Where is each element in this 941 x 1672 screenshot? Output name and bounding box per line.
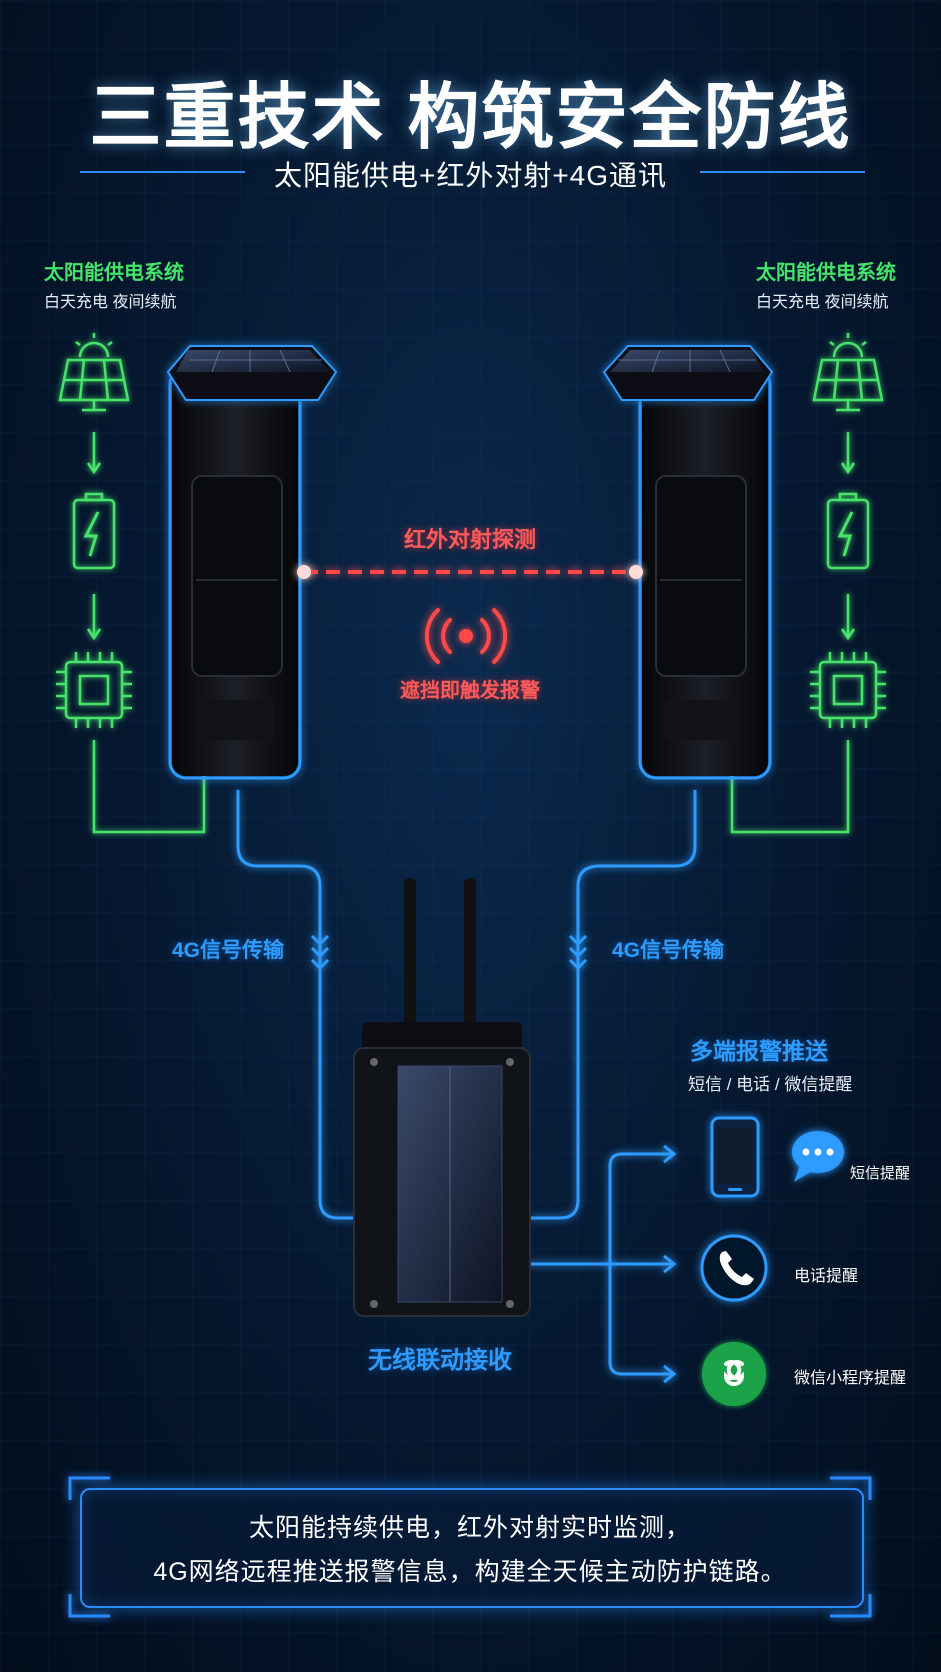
alarm-label: 遮挡即触发报警 [400, 680, 540, 702]
left-green-connector [92, 740, 206, 834]
left-chip-icon [56, 652, 132, 728]
page-title: 三重技术 构筑安全防线 [89, 78, 852, 158]
footer-box [80, 1488, 864, 1608]
right-solar-cell [610, 350, 764, 372]
footer-line-2: 4G网络远程推送报警信息，构建全天候主动防护链路。 [153, 1558, 787, 1586]
left-solar-title: 太阳能供电系统 [44, 262, 184, 284]
right-solar-subtitle: 白天充电 夜间续航 [756, 294, 889, 311]
right-green-connector [730, 740, 850, 834]
alert-item-wechat: 微信小程序提醒 [794, 1370, 907, 1387]
infrared-label: 红外对射探测 [403, 527, 536, 552]
page-subtitle: 太阳能供电+红外对射+4G通讯 [273, 160, 668, 191]
sms-icon [792, 1131, 844, 1182]
right-solar-title: 太阳能供电系统 [756, 262, 896, 284]
antenna-right [464, 878, 476, 1038]
alerts-subtitle: 短信 / 电话 / 微信提醒 [688, 1075, 853, 1094]
alert-line-wechat [608, 1264, 672, 1376]
left-signal-line [236, 790, 362, 1220]
left-infrared-detector [166, 345, 338, 780]
right-signal-label: 4G信号传输 [612, 939, 725, 962]
mini-program-icon [702, 1342, 766, 1406]
receiver-label: 无线联动接收 [368, 1347, 512, 1374]
right-solar-chain [730, 333, 886, 834]
left-battery-icon [72, 492, 116, 570]
footer-line-1: 太阳能持续供电，红外对射实时监测， [248, 1514, 691, 1542]
phone-icon [700, 1234, 768, 1302]
infrared-beam [297, 565, 643, 579]
right-chip-icon [810, 652, 886, 728]
right-solar-panel-icon [812, 333, 884, 412]
left-signal-label: 4G信号传输 [172, 939, 285, 962]
right-signal-line [530, 790, 697, 1220]
alert-item-phone: 电话提醒 [794, 1268, 859, 1285]
alert-line-sms [528, 1152, 672, 1266]
left-solar-panel-icon [58, 333, 130, 412]
alarm-signal-icon [424, 608, 508, 664]
alerts-title: 多端报警推送 [690, 1038, 828, 1064]
antenna-left [404, 878, 416, 1038]
right-battery-icon [826, 492, 870, 570]
alert-item-sms: 短信提醒 [850, 1165, 911, 1182]
left-solar-chain [56, 333, 206, 834]
left-solar-subtitle: 白天充电 夜间续航 [44, 294, 177, 311]
phone-device-icon [710, 1116, 760, 1198]
blue-signal-lines [236, 790, 697, 1384]
right-infrared-detector [602, 345, 774, 780]
left-solar-cell [176, 350, 330, 372]
receiver-device [353, 878, 531, 1317]
bottom-box-corners [68, 1476, 872, 1618]
